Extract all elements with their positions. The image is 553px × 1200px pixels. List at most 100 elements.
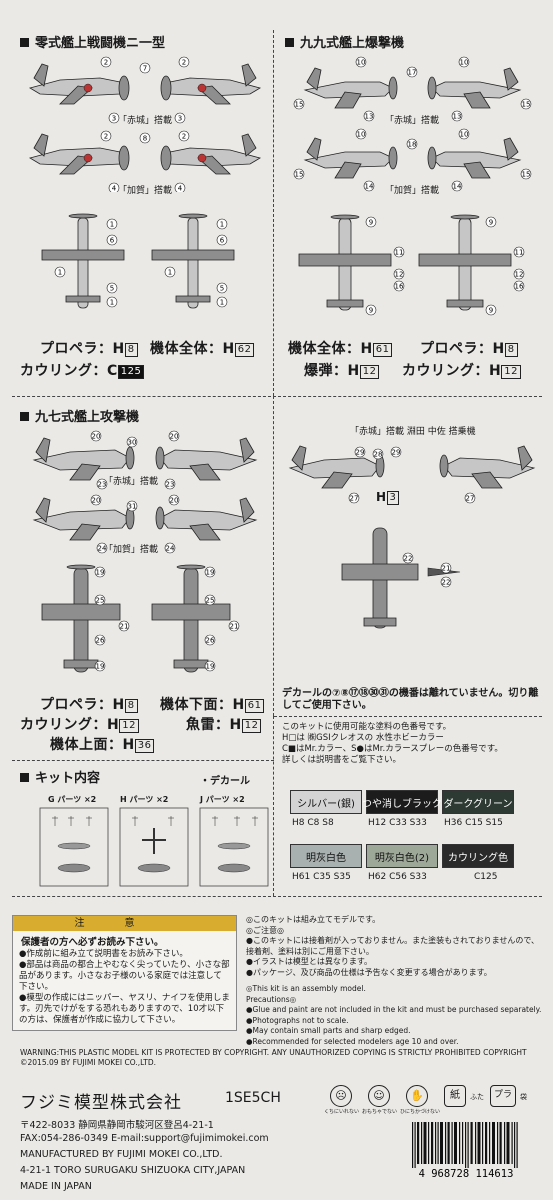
address-en: 4-21-1 TORO SURUGAKU SHIZUOKA CITY,JAPAN (20, 1165, 246, 1176)
val-callouts-top: 10 17 10 15 15 13 13 10 18 10 15 15 14 1… (293, 56, 532, 192)
zero-plane-kaga-right (160, 133, 262, 175)
val-callouts-bottom: 9 11 12 16 9 9 11 12 16 9 (365, 216, 525, 316)
svg-text:9: 9 (369, 307, 373, 315)
kit-j-parts-label: J パーツ ×2 (200, 795, 245, 804)
swatch-silver: シルバー(銀) (290, 790, 362, 814)
company-name: フジミ模型株式会社 (20, 1093, 182, 1113)
plastic-recycle-caption: 袋 (520, 1093, 527, 1101)
svg-text:6: 6 (110, 237, 115, 245)
svg-text:21: 21 (230, 623, 239, 631)
svg-text:28: 28 (374, 451, 383, 459)
svg-text:20: 20 (170, 497, 179, 505)
zero-topview-left (41, 213, 125, 309)
zero-plane-kaga-left (28, 133, 130, 175)
kate-callouts-top: 20 30 20 23 23 20 31 20 24 24 (90, 430, 180, 554)
svg-text:9: 9 (489, 219, 493, 227)
svg-text:24: 24 (98, 545, 107, 553)
zero-top-views: 1 6 1 5 1 1 6 1 5 1 (41, 213, 235, 309)
svg-text:30: 30 (128, 439, 137, 447)
swatch-light-gray: 明灰白色 (290, 844, 362, 868)
caution-box: 注意 保護者の方へ必ずお読み下さい。 ●作成前に組み立て説明書をお読み下さい。 … (12, 915, 237, 1031)
fuchida-title: 「赤城」搭載 淵田 中佐 搭乗機 (350, 427, 476, 437)
barcode-number: 4 968728 114613 (419, 1168, 514, 1178)
svg-text:10: 10 (460, 131, 469, 139)
kit-h-parts-label: H パーツ ×2 (120, 795, 169, 804)
no-mouth-icon: ☹ (330, 1085, 352, 1107)
svg-text:26: 26 (206, 637, 215, 645)
swatch-dark-green: ダークグリーン (442, 790, 514, 814)
svg-text:11: 11 (515, 249, 524, 257)
svg-text:19: 19 (96, 663, 105, 671)
kate-callouts-bottom: 19 25 21 26 19 19 25 21 26 19 (94, 566, 240, 672)
kate-plane-akagi-left (32, 437, 135, 481)
zero-side-views: 2 7 2 3 3 2 8 2 4 4 (28, 56, 262, 192)
zero-label: 3 (112, 115, 116, 123)
divider-vertical-mid (273, 396, 274, 716)
swatch-light-gray-2-codes: H62 C56 S33 (368, 872, 427, 882)
divider-vertical-bottom (273, 716, 274, 896)
zero-plane-akagi-right (160, 63, 262, 105)
svg-text:25: 25 (206, 597, 215, 605)
swatch-flat-black-codes: H12 C33 S33 (368, 818, 427, 828)
paint-note: このキットに使用可能な塗料の色番号です。 H□は ㈱GSIクレオスの 水性ホビー… (282, 722, 503, 765)
fuchida-side-views: 29 28 29 27 27 (288, 445, 536, 504)
val-plane-akagi-left (303, 67, 398, 109)
svg-text:10: 10 (460, 59, 469, 67)
not-toy-caption: おもちゃでない (362, 1109, 398, 1115)
svg-text:19: 19 (206, 663, 215, 671)
zero-label: 3 (178, 115, 182, 123)
svg-text:1: 1 (110, 221, 114, 229)
manufacturer: MANUFACTURED BY FUJIMI MOKEI CO.,LTD. (20, 1149, 223, 1160)
zero-label: 2 (104, 59, 108, 67)
recycle-icons: ☹ くちにいれない ☺ おもちゃでない ✋ ひにちかづけない 紙 ふた プラ 袋 (324, 1085, 540, 1117)
barcode: 4 968728 114613 (412, 1122, 518, 1178)
zero-plane-akagi-left (28, 63, 130, 105)
svg-text:1: 1 (110, 299, 114, 307)
sprue-g (39, 807, 109, 887)
caution-item: ●作成前に組み立て説明書をお読み下さい。 (19, 949, 188, 959)
zero-caption-kaga: 「加賀」搭載 (118, 186, 173, 196)
svg-text:12: 12 (515, 271, 524, 279)
sprue-h (119, 807, 189, 887)
svg-text:19: 19 (96, 569, 105, 577)
caution-item: ●模型の作成にはニッパー、ヤスリ、ナイフを使用します。刃先でけがをする恐れもあり… (19, 993, 230, 1025)
svg-text:29: 29 (392, 449, 401, 457)
val-topview-left (298, 214, 392, 311)
svg-text:15: 15 (295, 171, 304, 179)
svg-text:13: 13 (453, 113, 462, 121)
svg-text:9: 9 (369, 219, 373, 227)
fuchida-plane-right (439, 445, 536, 489)
zero-topview-right (151, 213, 235, 309)
svg-text:17: 17 (408, 69, 417, 77)
divider-horizontal-2 (12, 760, 274, 761)
val-plane-kaga-left (303, 137, 398, 179)
caution-lead: 保護者の方へ必ずお読み下さい。 (21, 937, 164, 948)
svg-text:21: 21 (442, 565, 451, 573)
divider-horizontal-1 (12, 396, 542, 397)
fuchida-top-view: 22 21 22 (341, 527, 461, 629)
svg-text:19: 19 (206, 569, 215, 577)
kit-g-parts-label: G パーツ ×2 (48, 795, 97, 804)
val-caption-kaga: 「加賀」搭載 (385, 186, 440, 196)
svg-text:22: 22 (404, 555, 413, 563)
fuchida-callouts: 29 28 29 27 27 (348, 446, 476, 504)
no-fire-caption: ひにちかづけない (400, 1109, 441, 1115)
kate-topview-right (151, 564, 231, 673)
svg-text:27: 27 (350, 495, 359, 503)
svg-text:6: 6 (220, 237, 225, 245)
svg-text:29: 29 (356, 449, 365, 457)
svg-text:9: 9 (489, 307, 493, 315)
svg-text:20: 20 (170, 433, 179, 441)
svg-text:18: 18 (408, 141, 417, 149)
kate-plane-akagi-right (155, 437, 258, 481)
swatch-flat-black: つや消しブラック (362, 790, 442, 814)
paper-recycle-icon: 紙 (444, 1085, 466, 1107)
swatch-silver-codes: H8 C8 S8 (292, 818, 334, 828)
zero-callouts-top: 2 7 2 3 3 2 8 2 4 4 (100, 56, 190, 192)
svg-text:14: 14 (453, 183, 462, 191)
svg-text:15: 15 (295, 101, 304, 109)
